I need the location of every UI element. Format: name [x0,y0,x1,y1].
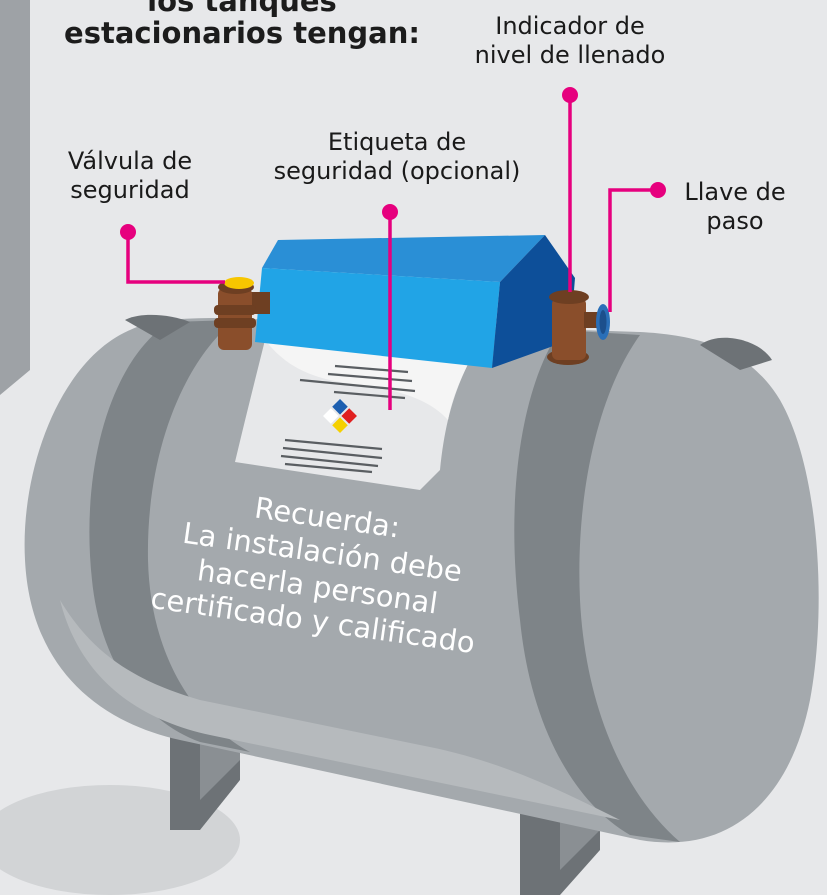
label-safety-valve: Válvula de seguridad [30,147,230,206]
label-safety-valve-line-1: Válvula de [67,147,193,175]
label-fill-gauge: Indicador de nivel de llenado [455,12,685,71]
valve-cap-icon [224,277,254,289]
label-safety-tag-line-1: Etiqueta de [327,128,467,156]
label-fill-gauge-line-2: nivel de llenado [474,41,666,70]
heading-line-1: los tanques [147,0,337,18]
safety-valve [214,277,270,350]
label-shutoff-key-line-1: Llave de [684,178,786,206]
label-shutoff-key: Llave de paso [665,178,805,237]
pointer-key [608,188,655,312]
callout-pointers [126,95,655,410]
pointer-valve [126,232,225,284]
label-fill-gauge-line-1: Indicador de [495,12,645,40]
safety-tag [235,340,470,490]
shutoff-key [596,304,610,340]
label-safety-tag-line-2: seguridad (opcional) [273,157,521,186]
label-safety-valve-line-2: seguridad [70,176,190,205]
page-heading: los tanques estacionarios tengan: [42,0,442,50]
gas-tank [24,314,819,843]
label-safety-tag: Etiqueta de seguridad (opcional) [262,128,532,187]
left-side-panel [0,0,30,395]
label-shutoff-key-line-2: paso [706,207,764,236]
callout-dots [120,87,666,240]
heading-line-2: estacionarios tengan: [64,15,420,50]
fill-gauge [547,290,602,365]
tag-text-lines [280,364,416,474]
